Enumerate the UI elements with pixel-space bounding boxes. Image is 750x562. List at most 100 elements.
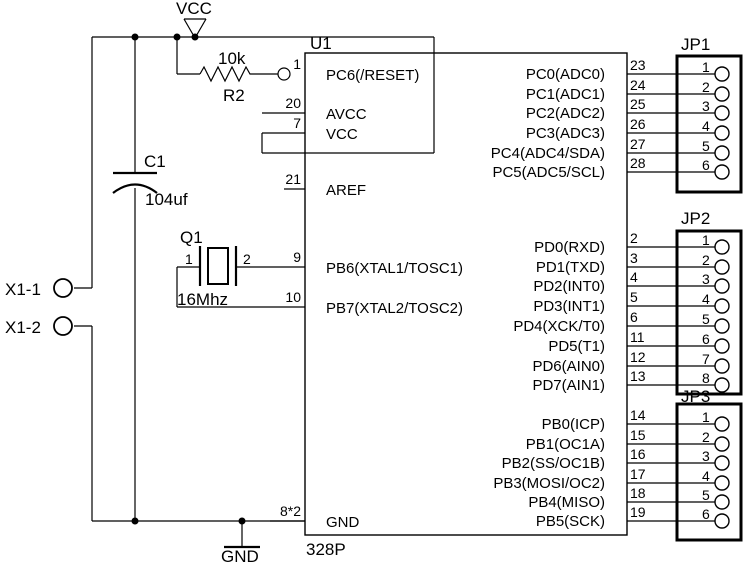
u1-pin-name: PB1(OC1A) <box>526 436 605 453</box>
u1-pin-name: GND <box>326 514 360 531</box>
u1-pin-number: 26 <box>630 116 646 132</box>
x1-1-label: X1-1 <box>5 280 41 299</box>
u1-pin-name: PD4(XCK/T0) <box>513 318 605 335</box>
q1-pin1: 1 <box>185 251 193 267</box>
header-ref: JP1 <box>681 35 710 54</box>
u1-pin-name: PB7(XTAL2/TOSC2) <box>326 300 463 317</box>
header-pin-number: 2 <box>702 252 710 268</box>
reset-pin-circle <box>277 67 291 81</box>
u1-pin-13: PD7(AIN1)13 <box>532 368 705 394</box>
u1-pin-number: 16 <box>630 446 646 462</box>
u1-pin-number: 6 <box>630 309 638 325</box>
header-pin-number: 3 <box>702 98 710 114</box>
u1-right-pins: PC0(ADC0)23PC1(ADC1)24PC2(ADC2)25PC3(ADC… <box>491 57 705 530</box>
u1-pin-number: 1 <box>293 56 301 72</box>
header-pin-number: 6 <box>702 506 710 522</box>
u1-pin-number: 21 <box>285 171 301 187</box>
header-pin-circle <box>714 513 730 529</box>
header-pin-circle <box>714 358 730 374</box>
header-pin-circle <box>714 416 730 432</box>
u1-pin-number: 12 <box>630 349 646 365</box>
header-pin-circle <box>714 145 730 161</box>
header-pin-circle <box>714 66 730 82</box>
u1-pin-number: 4 <box>630 269 638 285</box>
header-pin-number: 4 <box>702 291 710 307</box>
u1-pin-number: 25 <box>630 96 646 112</box>
header-pin-circle <box>714 105 730 121</box>
u1-pin-number: 19 <box>630 504 646 520</box>
header-pin-circle <box>714 125 730 141</box>
u1-pin-number: 8*2 <box>280 503 301 519</box>
u1-pin-name: PB0(ICP) <box>542 416 605 433</box>
u1-pin-name: PD3(INT1) <box>533 298 605 315</box>
u1-part: 328P <box>306 540 346 559</box>
u1-pin-number: 17 <box>630 466 646 482</box>
u1-pin-number: 18 <box>630 485 646 501</box>
header-pin-circle <box>714 475 730 491</box>
q1-value: 16Mhz <box>177 290 228 309</box>
header-pin-number: 1 <box>702 232 710 248</box>
header-pin-circle <box>714 377 730 393</box>
header-pin-circle <box>714 278 730 294</box>
gnd-label: GND <box>221 547 259 562</box>
header-pin-circle <box>714 259 730 275</box>
header-pin-circle <box>714 455 730 471</box>
u1-pin-name: PC2(ADC2) <box>526 105 605 122</box>
vcc-label: VCC <box>176 0 212 18</box>
header-pin-number: 1 <box>702 59 710 75</box>
header-pin-number: 5 <box>702 487 710 503</box>
u1-pin-name: PB2(SS/OC1B) <box>502 455 605 472</box>
u1-pin-number: 11 <box>630 329 645 345</box>
header-pin-number: 6 <box>702 157 710 173</box>
vcc-symbol: VCC <box>176 0 212 39</box>
header-pin-circle <box>714 436 730 452</box>
u1-pin-number: 24 <box>630 77 646 93</box>
u1-pin-name: PC4(ADC4/SDA) <box>491 145 605 162</box>
header-ref: JP3 <box>681 387 710 406</box>
u1-pin-number: 7 <box>293 115 301 131</box>
u1-pin-name: PC1(ADC1) <box>526 86 605 103</box>
header-pin-number: 1 <box>702 409 710 425</box>
gnd-symbol: GND <box>221 545 260 562</box>
u1-pin-name: PD2(INT0) <box>533 278 605 295</box>
header-pin-circle <box>714 338 730 354</box>
u1-pin-number: 14 <box>630 407 646 423</box>
u1-pin-name: PB6(XTAL1/TOSC1) <box>326 260 463 277</box>
u1-pin-12: PD6(AIN0) 12 <box>532 349 705 375</box>
header-pin-circle <box>714 318 730 334</box>
u1-pin-11: PD5(T1)11 <box>548 329 705 355</box>
u1-pin-name: PD6(AIN0) <box>532 358 605 375</box>
u1-pin-number: 3 <box>630 250 638 266</box>
header-pin-circle <box>714 164 730 180</box>
header-pin-number: 5 <box>702 311 710 327</box>
r2-ref: R2 <box>223 86 245 105</box>
q1-ref: Q1 <box>180 228 203 247</box>
header-pin-number: 8 <box>702 370 710 386</box>
u1-pin-27: PC4(ADC4/SDA)27 <box>491 136 705 162</box>
r2-value: 10k <box>218 49 246 68</box>
u1-pin-name: VCC <box>326 126 358 143</box>
header-pin-number: 2 <box>702 429 710 445</box>
u1-pin-name: PB3(MOSI/OC2) <box>493 475 605 492</box>
header-pin-circle <box>714 239 730 255</box>
u1-pin-name: PD0(RXD) <box>534 239 605 256</box>
u1-pin-number: 5 <box>630 289 638 305</box>
resistor-r2: 10k R2 <box>199 49 254 105</box>
u1-pin-number: 28 <box>630 155 646 171</box>
u1-pin-name: PC3(ADC3) <box>526 125 605 142</box>
capacitor-c1: C1 104uf <box>112 152 188 209</box>
u1-pin-14: PB0(ICP) 14 <box>542 407 705 433</box>
power-wires <box>74 33 435 546</box>
u1-pin-name: PC6(/RESET) <box>326 67 419 84</box>
header-pin-number: 2 <box>702 79 710 95</box>
